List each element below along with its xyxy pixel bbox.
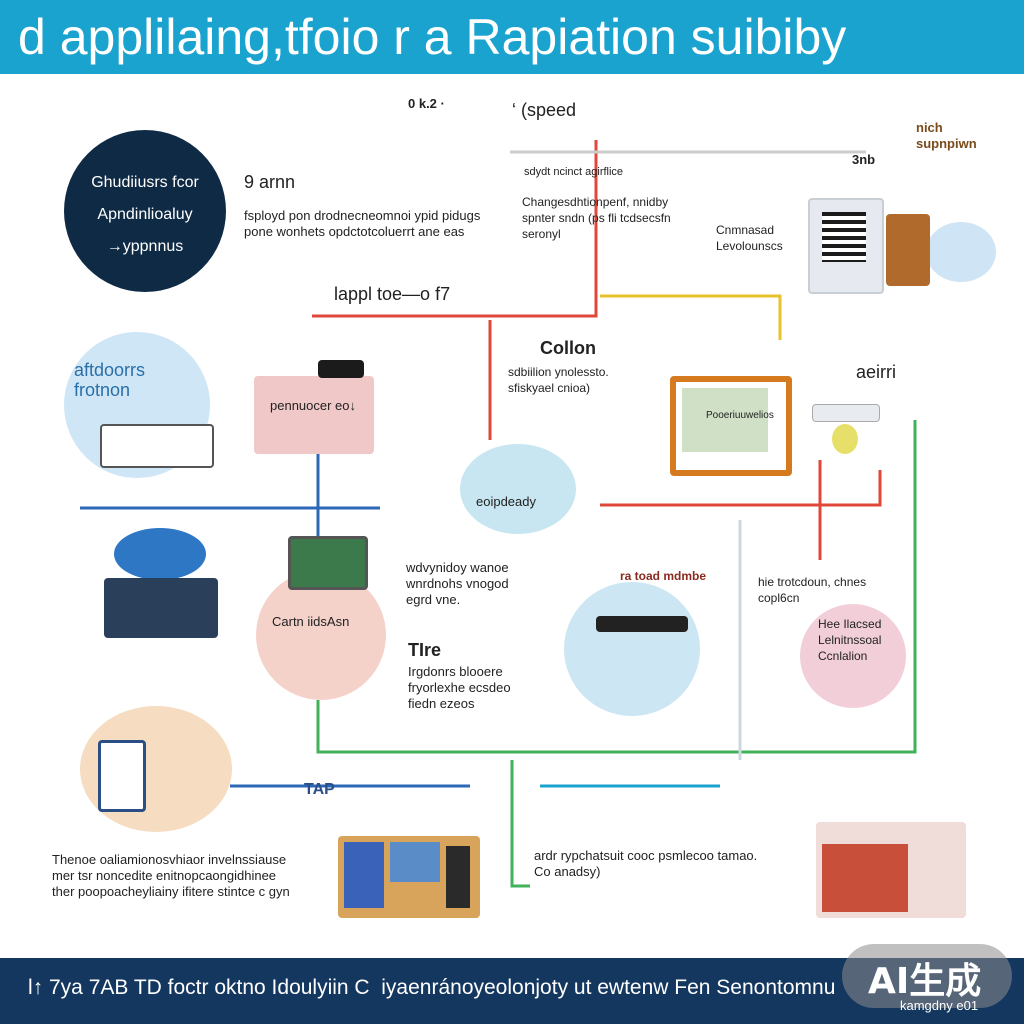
callout-a: Changesdhtionpenf, nnidby spnter sndn (p… (522, 195, 671, 241)
bottom-mid-text: ardr rypchatsuit cooc psmlecoo tamao. Co… (534, 848, 758, 879)
connector-red-top (312, 140, 598, 318)
store-icon (816, 822, 966, 918)
computer-icon (670, 376, 792, 476)
pink-box (254, 376, 374, 454)
connector-green-bottom (316, 420, 917, 754)
page-title: d applilaing,tfoio r a Rapiation suibiby (18, 9, 847, 65)
pad-label: Pooeriuuwelios (706, 410, 774, 421)
left-circle-label: aftdoorrs frotnon (74, 360, 146, 400)
shop-icon (338, 836, 480, 918)
tire-body: Irgdonrs blooere fryorlexhe ecsdeo fiedn… (408, 664, 511, 711)
section-body: fsployd pon drodnecneomnoi ypid pidugs p… (244, 208, 481, 239)
collon-title: Collon (540, 338, 596, 358)
title-banner: d applilaing,tfoio r a Rapiation suibiby (0, 0, 1024, 74)
center-blob (460, 444, 576, 534)
connector-yellow (600, 294, 782, 340)
tap-label: TAP (304, 781, 335, 798)
connector-red-right (600, 470, 882, 507)
watermark-sub: kamgdny e01 (900, 998, 979, 1013)
hub-line-3: →yppnnus (106, 238, 184, 255)
tire-title: TIre (408, 640, 442, 660)
pink-right-label: Hee Ilacsed Lelnitnssoal Ccnlalion (818, 617, 882, 663)
router-icon (318, 360, 364, 378)
cabinet-icon (886, 214, 930, 286)
right-list: hie trotcdoun, chnes copl6cn (758, 575, 867, 605)
bottom-left-text: Thenoe oaliamionosvhiaor invelnssiause m… (52, 852, 290, 899)
pink-box-label: pennuocer eo↓ (270, 398, 357, 413)
watermark-text: AI生成 (868, 961, 982, 1002)
hub-line-1: Ghudiiusrs fcor (91, 174, 199, 191)
section-title: 9 arnn (244, 172, 296, 192)
footer-text: l↑ 7ya 7AB TD foctr oktno Idoulyiin C iy… (28, 976, 836, 999)
monitor-icon (288, 536, 368, 590)
building-icon (104, 578, 218, 638)
right-top-number: 3nb (852, 152, 876, 167)
hub-circle: Ghudiiusrs fcor Apndinlioaluy →yppnnus (64, 130, 226, 292)
building-dome (114, 528, 206, 580)
arir-label: aeirri (856, 362, 897, 382)
top-speed-label: ‘ (speed (512, 100, 577, 120)
bulb-icon (832, 424, 858, 454)
screen-banner: ra toad mdmbe (620, 569, 707, 583)
speaker-icon (812, 404, 880, 422)
cand-blob (256, 570, 386, 700)
mid-list: wdvynidoy wanoe wnrdnohs vnogod egrd vne… (406, 560, 509, 607)
window-icon (808, 198, 884, 294)
callout-b: Cnmnasad Levolounscs (716, 223, 783, 253)
house-window-icon (98, 740, 146, 812)
top-small-label: 0 k.2 · (408, 96, 445, 111)
watermark-pill (842, 944, 1012, 1008)
screen-blob (564, 582, 700, 716)
center-blob-label: eoipdeady (476, 494, 536, 509)
hub-line-2: Apndinlioaluy (97, 206, 193, 223)
vehicle-icon (100, 424, 214, 468)
right-top-label: nich supnpiwn (916, 120, 977, 151)
collon-body: sdbiilion ynolessto. sfiskyael cnioa) (508, 365, 609, 395)
top-caption: sdydt ncinct agirflice (524, 166, 624, 178)
device-bar-icon (596, 616, 688, 632)
cand-label: Cartn iidsAsn (272, 614, 350, 629)
connector-green-low (510, 760, 530, 888)
device-blob (926, 222, 996, 282)
apply-title: lappl toe—o f7 (334, 284, 451, 304)
pink-right-blob (800, 604, 906, 708)
